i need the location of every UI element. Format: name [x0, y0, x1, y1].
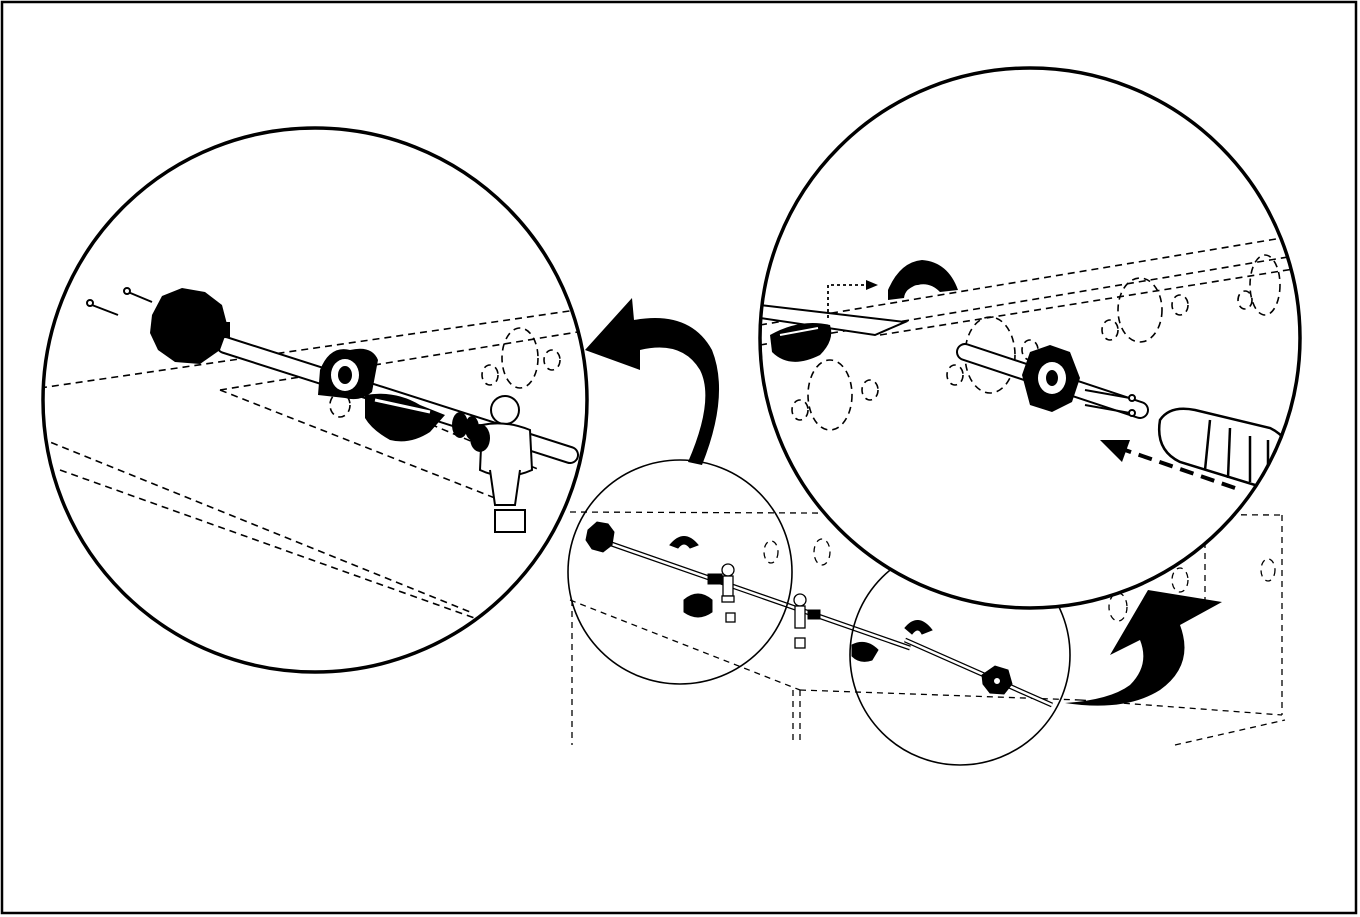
detail-right-content: [760, 234, 1300, 490]
zoom-circle-left-small: [567, 459, 793, 685]
detail-circle-right-fill: [760, 68, 1300, 608]
overview-rods: [599, 537, 1054, 708]
callout-arrow-right: [1065, 590, 1222, 706]
detail-circle-left: [41, 126, 589, 674]
overview-players: [721, 563, 807, 649]
detail-circle-left-fill: [43, 128, 587, 672]
detail-left-content: [43, 287, 587, 621]
overview-parts: [585, 521, 1013, 695]
callout-arrow-left: [585, 298, 720, 465]
detail-circle-right: [758, 66, 1302, 610]
